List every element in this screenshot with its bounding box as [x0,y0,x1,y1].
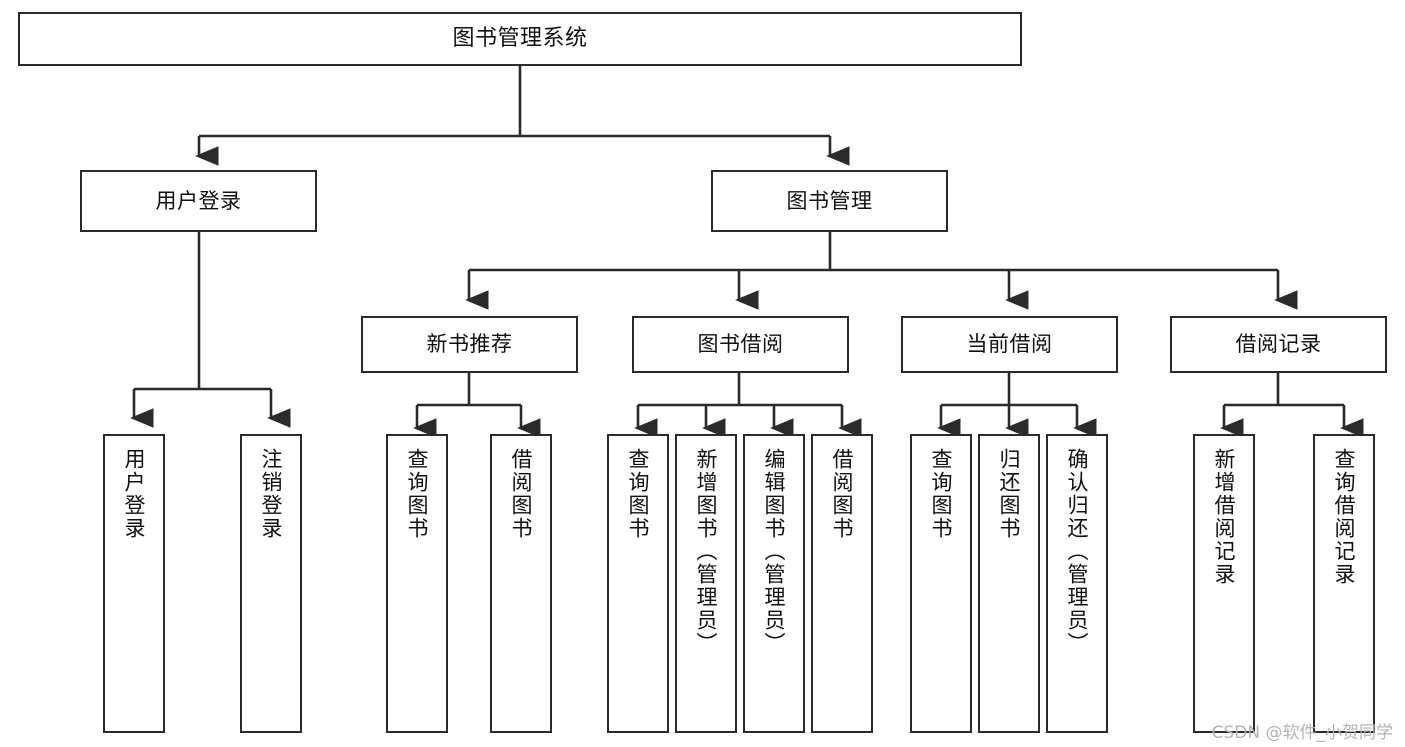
node-label: 图书管理 [786,188,873,213]
node-label: 图书借阅 [697,332,784,357]
node-label: 用户登录 [122,448,147,540]
node-new-book-recommendation[interactable]: 新书推荐 [361,316,578,373]
node-label: 查询图书 [626,448,651,540]
leaf-confirm-return-admin[interactable]: 确认归还（管理员） [1046,434,1108,733]
leaf-user-login[interactable]: 用户登录 [103,434,165,733]
node-label: 查询图书 [405,448,430,540]
node-label: 借阅记录 [1235,332,1322,357]
node-label: 归还图书 [997,448,1022,540]
leaf-return-book[interactable]: 归还图书 [978,434,1040,733]
csdn-watermark: CSDN @软件_小贺同学 [1211,723,1393,743]
node-label: 新增借阅记录 [1212,448,1237,586]
leaf-add-book-admin[interactable]: 新增图书（管理员） [675,434,737,733]
node-current-borrowing[interactable]: 当前借阅 [901,316,1118,373]
node-label: 新增图书（管理员） [694,448,719,655]
node-label: 查询图书 [929,448,954,540]
leaf-query-book-borrow[interactable]: 查询图书 [607,434,669,733]
node-label: 当前借阅 [966,332,1053,357]
node-label: 编辑图书（管理员） [762,448,787,655]
node-label: 确认归还（管理员） [1065,448,1090,655]
node-label: 借阅图书 [509,448,534,540]
leaf-query-book-current[interactable]: 查询图书 [910,434,972,733]
node-root-library-management-system[interactable]: 图书管理系统 [18,12,1022,66]
leaf-query-book-recommend[interactable]: 查询图书 [386,434,448,733]
node-book-management[interactable]: 图书管理 [711,170,948,232]
node-book-borrowing[interactable]: 图书借阅 [632,316,849,373]
leaf-query-borrow-record[interactable]: 查询借阅记录 [1313,434,1375,733]
leaf-edit-book-admin[interactable]: 编辑图书（管理员） [743,434,805,733]
node-label: 图书管理系统 [452,26,588,52]
leaf-borrow-book[interactable]: 借阅图书 [811,434,873,733]
node-label: 借阅图书 [830,448,855,540]
node-label: 用户登录 [155,188,242,213]
leaf-add-borrow-record[interactable]: 新增借阅记录 [1193,434,1255,733]
node-label: 新书推荐 [426,332,513,357]
leaf-borrow-book-recommend[interactable]: 借阅图书 [490,434,552,733]
node-borrowing-record[interactable]: 借阅记录 [1170,316,1387,373]
node-user-login[interactable]: 用户登录 [80,170,317,232]
node-label: 查询借阅记录 [1332,448,1357,586]
leaf-logout-login[interactable]: 注销登录 [240,434,302,733]
node-label: 注销登录 [259,448,284,540]
